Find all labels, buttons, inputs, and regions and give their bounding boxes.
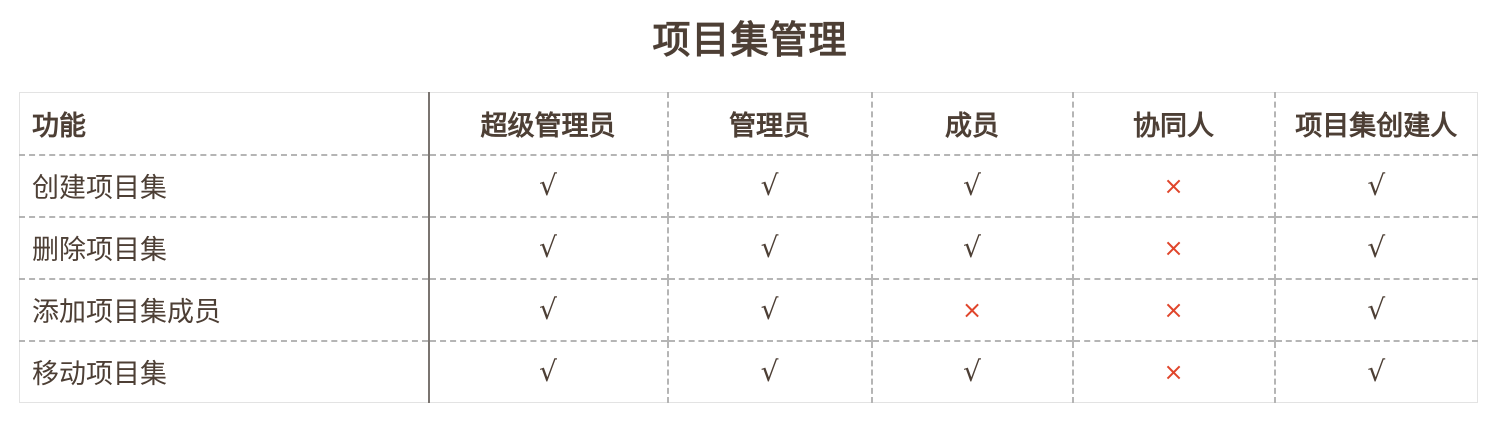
permission-mark: ×	[1163, 296, 1184, 324]
feature-cell: 删除项目集	[19, 215, 429, 279]
permission-cell: ×	[1071, 153, 1275, 217]
feature-cell: 添加项目集成员	[19, 277, 429, 341]
column-header-member: 成员	[870, 92, 1073, 155]
column-header-super-admin: 超级管理员	[427, 92, 668, 155]
permission-mark: √	[1367, 293, 1386, 326]
table-row: 添加项目集成员 √ √ × × √	[19, 277, 1478, 341]
permission-cell: ×	[1071, 215, 1275, 279]
permission-mark: √	[1367, 355, 1386, 389]
permission-mark: ×	[1163, 172, 1184, 200]
permission-cell: √	[427, 277, 668, 341]
permission-mark: √	[760, 169, 779, 202]
permission-mark: ×	[1163, 234, 1184, 262]
permission-cell: √	[427, 153, 668, 217]
permission-mark: √	[760, 355, 779, 389]
permission-cell: √	[666, 339, 872, 403]
permission-mark: √	[963, 231, 981, 264]
page-title: 项目集管理	[652, 18, 848, 62]
table-row: 删除项目集 √ √ √ × √	[19, 215, 1478, 279]
column-header-admin: 管理员	[666, 92, 872, 155]
permission-mark: √	[1367, 169, 1386, 202]
permission-cell: √	[666, 277, 872, 341]
permission-mark: √	[760, 293, 779, 326]
permission-cell: √	[427, 339, 668, 403]
permission-cell: √	[870, 153, 1073, 217]
permission-cell: √	[1273, 215, 1478, 279]
table-header-row: 功能 超级管理员 管理员 成员 协同人 项目集创建人	[19, 92, 1478, 155]
permission-cell: √	[1273, 277, 1478, 341]
permission-cell: ×	[870, 277, 1073, 341]
permission-mark: √	[963, 169, 981, 202]
permission-mark: √	[760, 231, 779, 264]
permission-mark: √	[539, 169, 557, 202]
permission-mark: √	[1367, 231, 1386, 264]
permission-cell: √	[1273, 153, 1478, 217]
column-header-feature: 功能	[19, 92, 429, 155]
permission-cell: √	[870, 339, 1073, 403]
permission-cell: √	[666, 153, 872, 217]
permission-mark: √	[963, 355, 981, 389]
permission-mark: √	[539, 293, 557, 326]
permission-mark: ×	[961, 296, 983, 324]
column-header-creator: 项目集创建人	[1273, 92, 1478, 155]
feature-cell: 移动项目集	[19, 339, 429, 403]
column-header-collaborator: 协同人	[1071, 92, 1275, 155]
feature-cell: 创建项目集	[19, 153, 429, 217]
table-row: 移动项目集 √ √ √ × √	[19, 339, 1478, 403]
permission-mark: √	[539, 231, 557, 264]
permission-cell: ×	[1071, 277, 1275, 341]
permission-cell: √	[870, 215, 1073, 279]
permission-mark: √	[539, 355, 557, 389]
table-row: 创建项目集 √ √ √ × √	[19, 153, 1478, 217]
permission-cell: √	[1273, 339, 1478, 403]
permission-cell: √	[666, 215, 872, 279]
permission-cell: ×	[1071, 339, 1275, 403]
permission-cell: √	[427, 215, 668, 279]
permission-mark: ×	[1163, 358, 1184, 387]
permission-table: 功能 超级管理员 管理员 成员 协同人 项目集创建人 创建项目集 √ √ √ ×…	[19, 92, 1478, 403]
